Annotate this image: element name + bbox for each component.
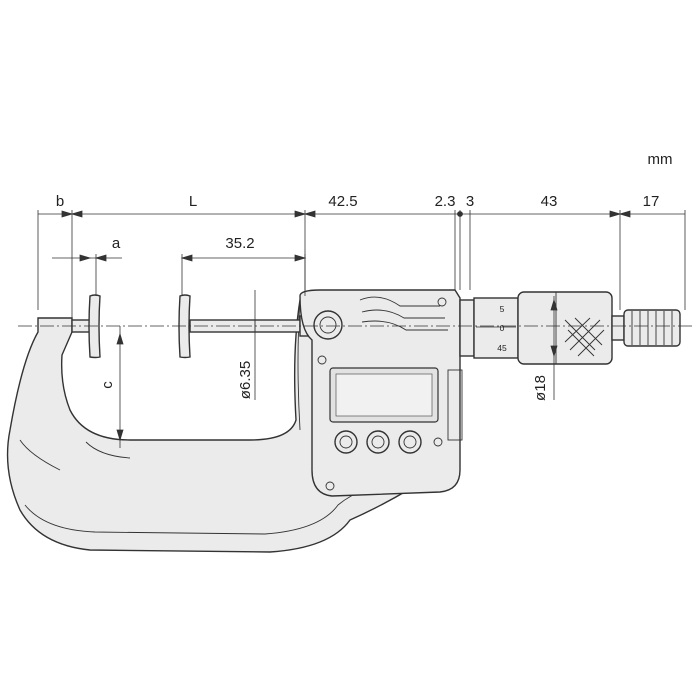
display-housing: [299, 289, 463, 497]
dim-35-2: 35.2: [225, 235, 254, 252]
spindle-lock: [313, 310, 343, 340]
button-1[interactable]: [334, 430, 358, 454]
dim-dia-18: ø18: [532, 375, 549, 401]
dim-L: L: [189, 193, 197, 210]
dim-b: b: [56, 193, 64, 210]
screw-top-left: [317, 355, 327, 365]
button-3[interactable]: [398, 430, 422, 454]
screw-bottom-right: [433, 437, 443, 447]
thimble-mark-1: 5: [500, 304, 505, 314]
screw-top-right: [437, 297, 447, 307]
button-2[interactable]: [366, 430, 390, 454]
dim-c: c: [99, 381, 116, 389]
dim-2-3: 2.3: [435, 193, 456, 210]
dim-dia-6-35: ø6.35: [237, 361, 254, 399]
dim-43: 43: [541, 193, 558, 210]
thimble: [517, 291, 613, 365]
dim-42-5: 42.5: [328, 193, 357, 210]
dim-17: 17: [643, 193, 660, 210]
dim-3: 3: [466, 193, 474, 210]
ratchet: [611, 309, 681, 347]
units-label: mm: [648, 151, 673, 168]
thimble-mark-2: 0: [500, 323, 505, 333]
sleeve: [459, 297, 519, 359]
thimble-mark-3: 45: [497, 343, 507, 353]
screw-bottom-left: [325, 481, 335, 491]
dimension-lines: [37, 210, 686, 448]
dim-a: a: [112, 235, 121, 252]
